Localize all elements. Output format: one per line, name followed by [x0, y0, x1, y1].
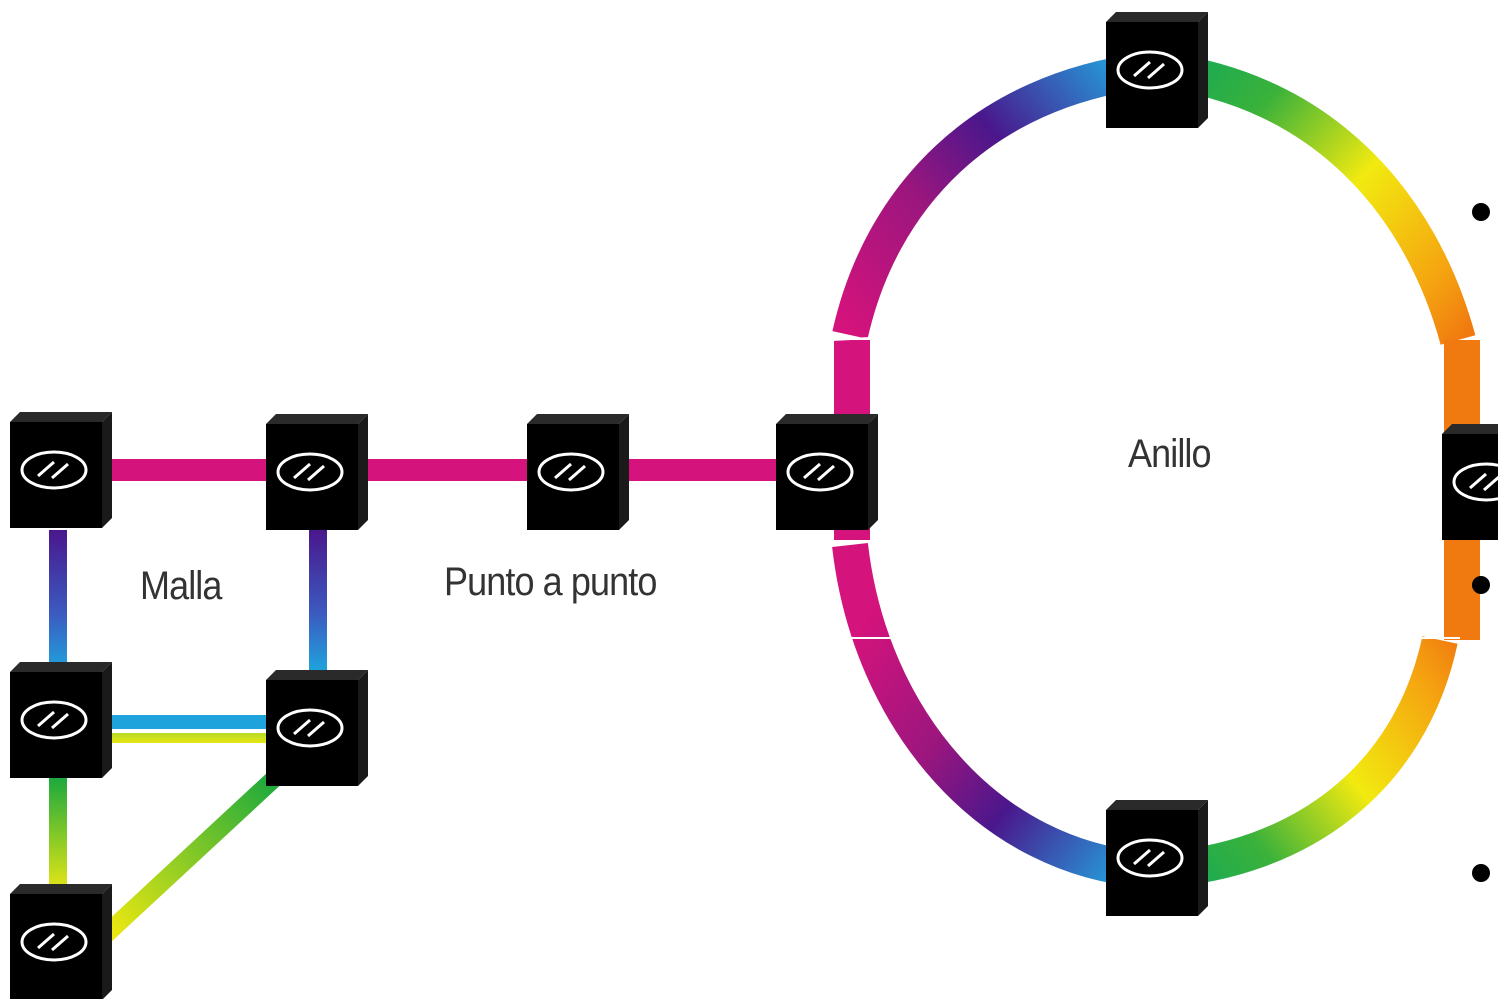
bullet-icon	[1472, 576, 1490, 594]
mesh-node-middle-right	[264, 668, 370, 788]
ring-node-right	[1440, 422, 1498, 542]
mesh-node-top-left	[8, 410, 114, 530]
mesh-node-bottom-left	[8, 882, 114, 999]
bullet-icon	[1472, 203, 1490, 221]
ring-node-left	[774, 412, 880, 532]
ring-label: Anillo	[1128, 432, 1212, 476]
mesh-node-middle-left	[8, 660, 114, 780]
point-to-point-label: Punto a punto	[444, 560, 657, 604]
ring-node-top	[1104, 10, 1210, 130]
mesh-node-top-right	[264, 412, 370, 532]
ring-node-bottom	[1104, 798, 1210, 918]
mesh-links	[49, 530, 362, 947]
mesh-label: Malla	[140, 564, 222, 608]
point-to-point-node	[525, 412, 631, 532]
bullet-icon	[1472, 864, 1490, 882]
